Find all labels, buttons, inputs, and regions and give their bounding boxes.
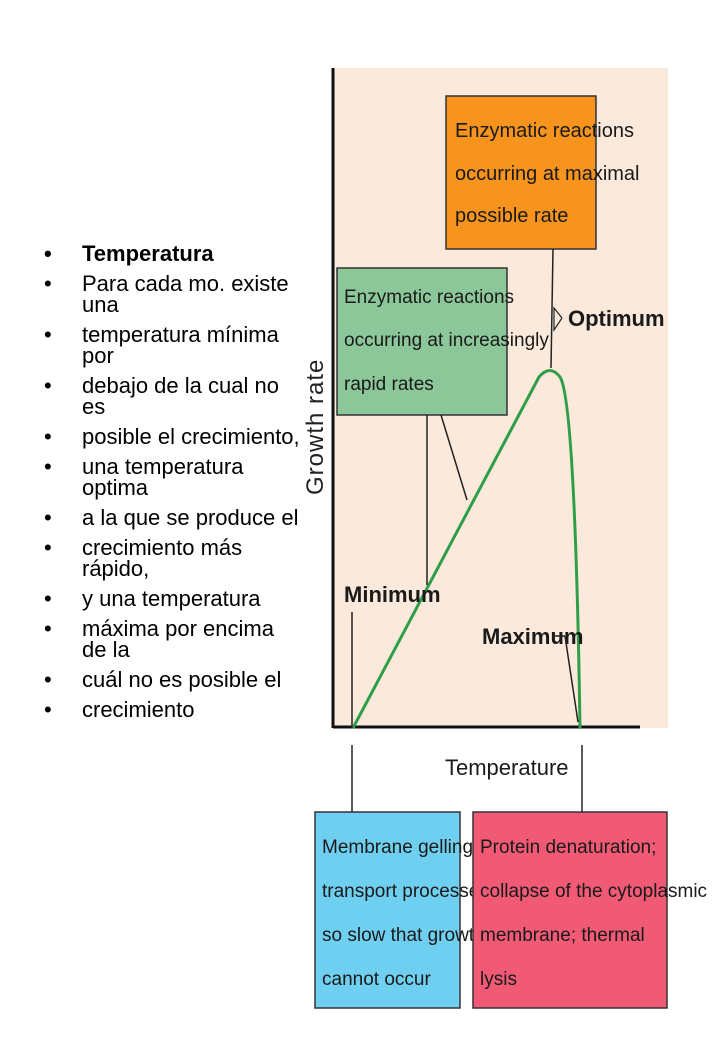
bullet-item: cuál no es posible el: [42, 669, 304, 691]
bullet-list: Temperatura Para cada mo. existe una tem…: [42, 243, 304, 729]
maximum-label: Maximum: [482, 624, 583, 649]
maximum-box-line: membrane; thermal: [480, 925, 645, 946]
minimum-description-box: [314, 811, 461, 1009]
bullet-item: una temperatura optima: [42, 456, 304, 499]
svg-text:Enzymatic reactions occurr: Enzymatic reactions occurring at increas…: [344, 287, 554, 395]
bullet-item: a la que se produce el: [42, 507, 304, 529]
optimum-description-box: [445, 95, 597, 250]
minimum-label: Minimum: [344, 582, 441, 607]
maximum-box-line: lysis: [480, 969, 517, 990]
growth-curve: [351, 369, 582, 729]
svg-text:Enzymatic reactions occurr: Enzymatic reactions occurring at maximal…: [455, 120, 645, 227]
bullet-item: crecimiento más rápido,: [42, 537, 304, 580]
svg-text:Protein denaturation; coll: Protein denaturation; collapse of the cy…: [480, 837, 712, 990]
minimum-box-line: cannot occur: [322, 969, 431, 990]
maximum-box-line: Protein denaturation;: [480, 837, 656, 858]
optimum-leader-line: [550, 248, 554, 369]
optimum-bracket: [553, 306, 563, 332]
maximum-box-line: collapse of the cytoplasmic: [480, 881, 707, 902]
maximum-leader-line: [564, 635, 579, 723]
optimum-box-line: occurring at maximal: [455, 163, 640, 185]
y-axis-label: Growth rate: [302, 359, 329, 495]
optimum-box-line: Enzymatic reactions: [455, 120, 634, 142]
bullet-item: debajo de la cual no es: [42, 375, 304, 418]
increasing-leader-line: [440, 414, 468, 501]
increasing-box-line: Enzymatic reactions: [344, 287, 514, 308]
optimum-label: Optimum: [568, 306, 665, 331]
x-axis-label: Temperature: [445, 755, 569, 780]
maximum-description-box: [472, 811, 668, 1009]
increasing-box-line: rapid rates: [344, 374, 434, 395]
svg-text:Membrane gelling; transpor: Membrane gelling; transport processes so…: [322, 837, 494, 990]
minimum-box-line: transport processes: [322, 881, 489, 902]
minimum-box-line: Membrane gelling;: [322, 837, 478, 858]
bullet-title: Temperatura: [42, 243, 304, 265]
bullet-item: Para cada mo. existe una: [42, 273, 304, 316]
bullet-item: crecimiento: [42, 699, 304, 721]
increasing-rate-description-box: [336, 267, 508, 416]
optimum-box-line: possible rate: [455, 205, 568, 227]
bullet-item: temperatura mínima por: [42, 324, 304, 367]
minimum-box-line: so slow that growth: [322, 925, 485, 946]
bullet-item: máxima por encima de la: [42, 618, 304, 661]
increasing-box-line: occurring at increasingly: [344, 330, 549, 351]
bullet-item: posible el crecimiento,: [42, 426, 304, 448]
bullet-item: y una temperatura: [42, 588, 304, 610]
